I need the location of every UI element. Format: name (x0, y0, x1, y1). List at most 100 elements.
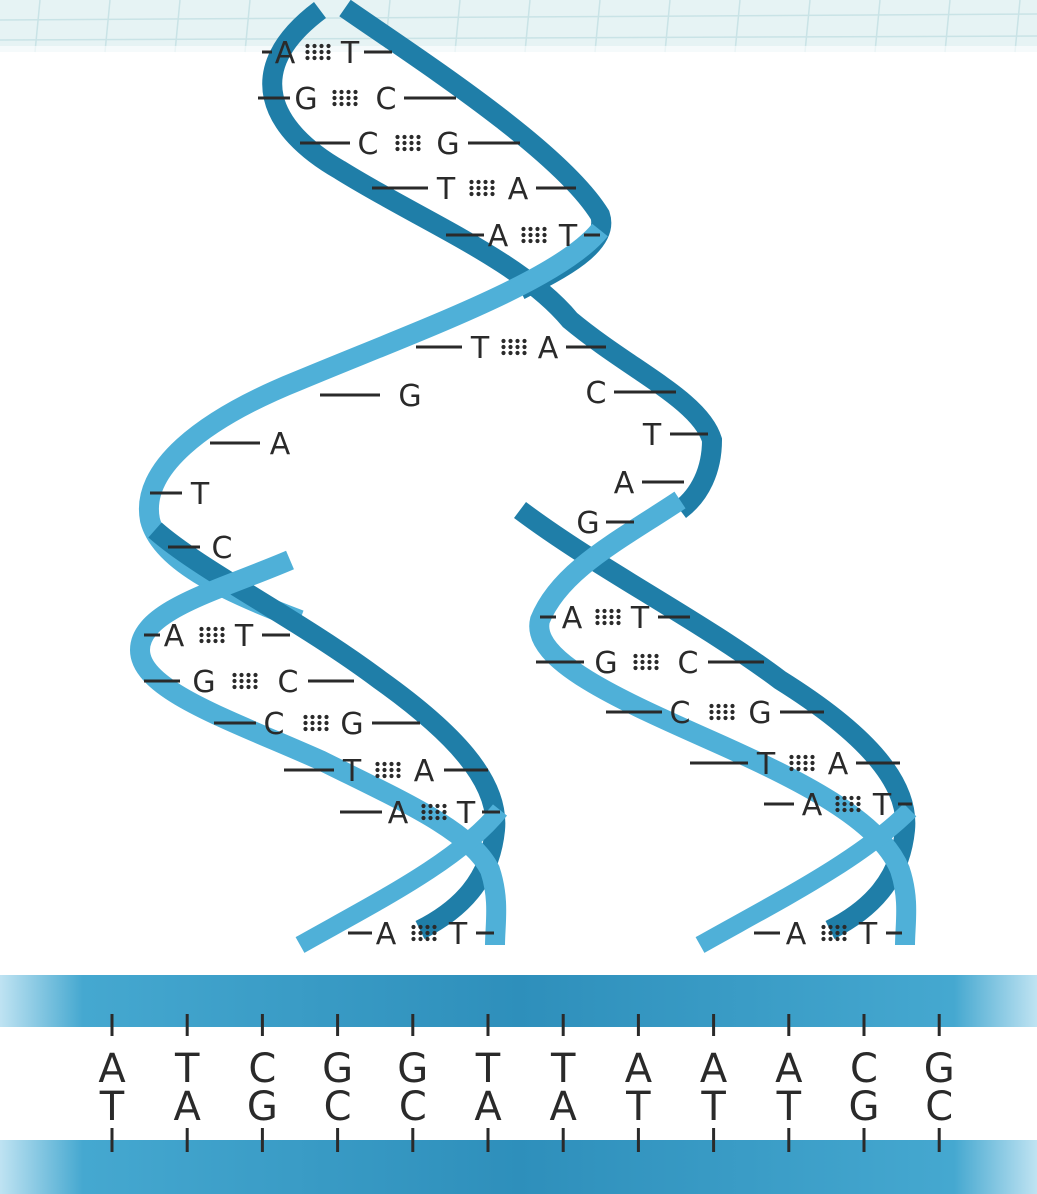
bond-dot (421, 815, 426, 821)
bond-dot (796, 760, 801, 766)
base-letter-top: T (475, 1046, 501, 1092)
bond-dot (239, 678, 244, 684)
bond-dot (396, 767, 401, 773)
bond-dot (521, 238, 526, 244)
unpaired-base-right: T (642, 418, 708, 453)
right-daughter-light-2 (695, 803, 917, 953)
base-letter-right: T (858, 917, 878, 952)
bond-dot (324, 720, 329, 726)
bond-dot (253, 672, 258, 678)
bond-dot (317, 720, 322, 726)
bond-dot (425, 930, 430, 936)
grid-background (0, 0, 1037, 56)
bond-dot (232, 678, 237, 684)
base-letter-left: T (756, 747, 776, 782)
base-letter-bottom: T (625, 1084, 651, 1130)
bond-dot (483, 191, 488, 197)
base-letter-bottom: C (399, 1084, 427, 1130)
bond-dot (332, 95, 337, 101)
base-letter: A (270, 427, 291, 462)
bond-dot (213, 626, 218, 632)
base-letter-right: A (508, 172, 529, 207)
bond-dot (835, 795, 840, 801)
base-letter: T (642, 418, 662, 453)
bond-dot (616, 620, 621, 626)
bond-dot (476, 179, 481, 185)
bond-dot (490, 179, 495, 185)
linear-dna-strands (0, 975, 1037, 1194)
bond-dot (723, 709, 728, 715)
bond-dot (789, 760, 794, 766)
bond-dot (411, 936, 416, 942)
base-letter-left: A (275, 36, 296, 71)
base-letter-top: G (322, 1046, 353, 1092)
bond-dot (522, 338, 527, 344)
bond-dot (199, 632, 204, 638)
bond-dot (835, 924, 840, 930)
base-letter-top: A (625, 1046, 653, 1092)
bond-dot (253, 684, 258, 690)
base-letter-right: T (630, 601, 650, 636)
bond-dot (709, 715, 714, 721)
bond-dot (199, 638, 204, 644)
bond-dot (411, 930, 416, 936)
bond-dot (432, 924, 437, 930)
bond-dot (835, 930, 840, 936)
hydrogen-bond-dots (789, 754, 815, 772)
left-daughter-light-2 (295, 804, 508, 953)
bond-dot (206, 638, 211, 644)
bond-dot (428, 803, 433, 809)
base-letter-right: C (278, 665, 299, 700)
bond-dot (421, 803, 426, 809)
unpaired-base-right: A (614, 466, 684, 501)
bond-dot (842, 924, 847, 930)
hydrogen-bond-dots (232, 672, 258, 690)
bond-dot (332, 101, 337, 107)
bond-dot (515, 344, 520, 350)
bond-dot (442, 809, 447, 815)
bond-dot (339, 89, 344, 95)
hydrogen-bond-dots (709, 703, 735, 721)
bond-dot (842, 801, 847, 807)
base-letter-right: G (436, 127, 459, 162)
bond-dot (305, 55, 310, 61)
base-letter-bottom: A (174, 1084, 202, 1130)
bond-dot (435, 809, 440, 815)
bond-dot (326, 55, 331, 61)
hydrogen-bond-dots (821, 924, 847, 942)
bond-dot (508, 344, 513, 350)
linear-base-pair: CG (247, 1014, 278, 1152)
bond-dot (730, 703, 735, 709)
bond-dot (483, 179, 488, 185)
bond-dot (821, 924, 826, 930)
bond-dot (312, 55, 317, 61)
bond-dot (609, 620, 614, 626)
bond-dot (409, 140, 414, 146)
base-letter-right: T (340, 36, 360, 71)
bond-dot (796, 754, 801, 760)
base-letter-bottom: G (247, 1084, 278, 1130)
base-letter: C (586, 376, 607, 411)
base-letter-right: A (414, 754, 435, 789)
base-letter-bottom: A (550, 1084, 578, 1130)
bond-dot (647, 653, 652, 659)
bond-dot (220, 632, 225, 638)
base-letter-right: T (456, 796, 476, 831)
bond-dot (396, 773, 401, 779)
bond-dot (346, 95, 351, 101)
base-letter-bottom: C (925, 1084, 953, 1130)
hydrogen-bond-dots (395, 134, 421, 152)
unpaired-base-left: C (168, 531, 232, 566)
bond-dot (849, 801, 854, 807)
bond-dot (317, 714, 322, 720)
bond-dot (206, 626, 211, 632)
bond-dot (535, 226, 540, 232)
